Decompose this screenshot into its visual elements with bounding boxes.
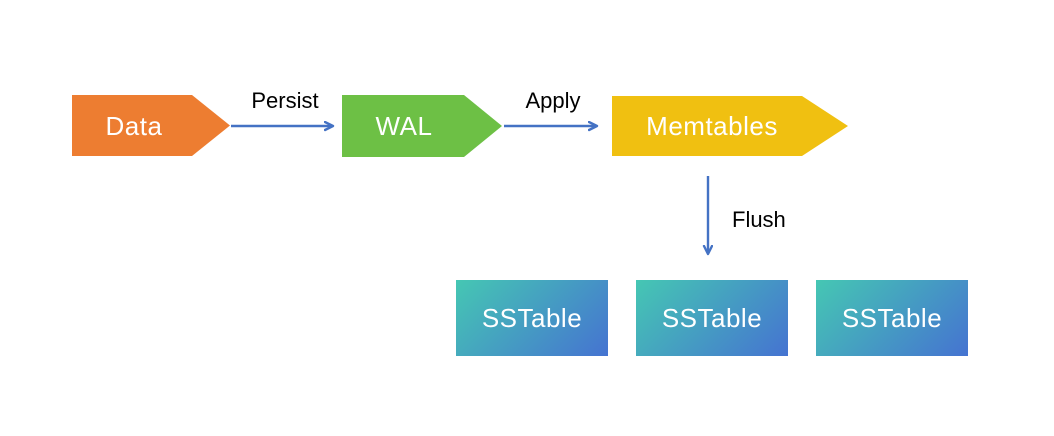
wal-node: WAL	[342, 95, 502, 157]
persist-edge-label: Persist	[251, 88, 319, 113]
data-node: Data	[72, 95, 230, 156]
data-node-label: Data	[105, 110, 163, 141]
data-node-shape	[72, 95, 230, 156]
memtables-node-shape	[612, 96, 848, 156]
memtables-node-label: Memtables	[646, 111, 778, 141]
wal-node-shape	[342, 95, 502, 157]
sstable-box: SSTable	[636, 280, 788, 356]
wal-node-label: WAL	[375, 111, 433, 141]
sstable-box-label: SSTable	[661, 302, 763, 333]
sstable-box-label: SSTable	[481, 302, 583, 333]
sstable-box-label: SSTable	[841, 302, 943, 333]
sstable-box: SSTable	[816, 280, 968, 356]
flush-edge-label: Flush	[732, 207, 786, 232]
apply-edge-label: Apply	[525, 88, 581, 113]
memtables-node: Memtables	[612, 96, 848, 156]
sstable-box: SSTable	[456, 280, 608, 356]
